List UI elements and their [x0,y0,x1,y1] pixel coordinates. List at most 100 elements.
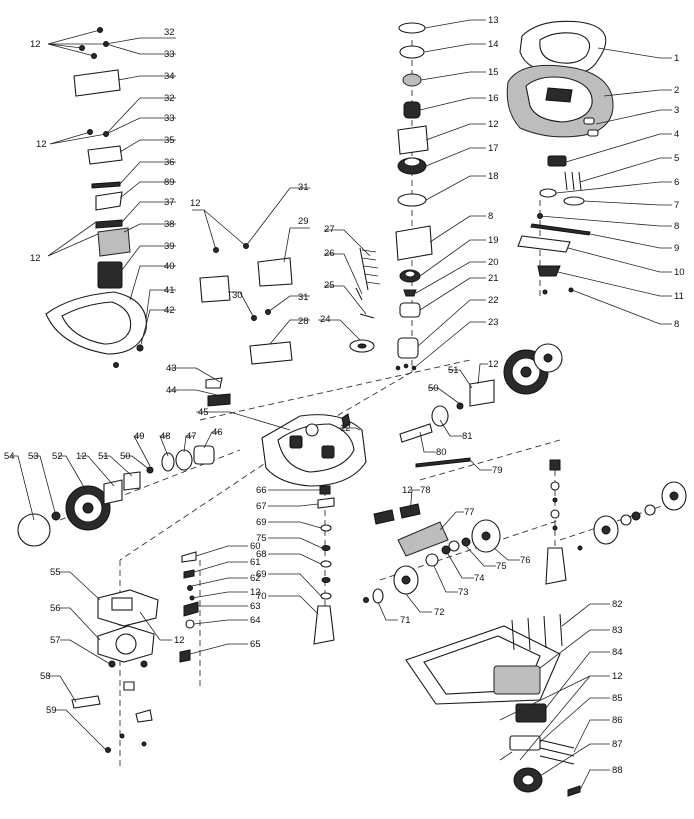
callout: 12 [174,635,185,646]
callout: 64 [250,615,261,626]
callout: 47 [186,431,197,442]
leader-lines [10,19,672,791]
callout: 33 [164,113,175,124]
callout: 40 [164,261,175,272]
callout: 5 [674,153,679,164]
middle-modules [199,243,381,407]
callout: 17 [488,143,499,154]
callout: 42 [164,305,175,316]
callout: 33 [164,49,175,60]
callout: 28 [298,316,309,327]
small-clips [517,117,599,295]
callout: 32 [164,93,175,104]
callout: 45 [198,407,209,418]
callout: 27 [324,224,335,235]
callout: 12 [340,423,351,434]
callout: 87 [612,739,623,750]
charging-station [405,613,581,797]
callout: 37 [164,197,175,208]
callout: 1 [674,53,679,64]
callout: 35 [164,135,175,146]
callout-labels: 1 2 3 4 5 6 7 8 9 10 11 8 13 14 15 16 12… [4,15,685,776]
bottom-plates [71,589,159,753]
callout: 12 [488,119,499,130]
callout: 12 [36,139,47,150]
callout: 25 [324,280,335,291]
callout: 8 [674,221,679,232]
callout: 51 [98,451,109,462]
callout: 11 [674,291,684,302]
callout: 22 [488,295,499,306]
callout: 36 [164,157,175,168]
callout: 12 [402,485,413,496]
callout: 44 [166,385,177,396]
assembly-axes [59,40,681,770]
callout: 75 [496,561,507,572]
callout: 20 [488,257,499,268]
callout: 58 [40,671,51,682]
callout: 74 [474,573,485,584]
callout: 39 [164,241,175,252]
callout: 4 [674,129,679,140]
callout: 21 [488,273,499,284]
callout: 75 [256,533,267,544]
callout: 8 [674,319,679,330]
callout: 10 [674,267,685,278]
callout: 81 [462,431,473,442]
callout: 67 [256,501,267,512]
callout: 88 [612,765,623,776]
cutting-assembly [363,503,501,604]
callout: 19 [488,235,499,246]
callout: 24 [320,314,331,325]
callout: 16 [488,93,499,104]
callout: 13 [488,15,499,26]
top-cover [519,20,607,76]
callout: 62 [250,573,261,584]
callout: 66 [256,485,267,496]
callout: 77 [464,507,475,518]
callout: 12 [250,587,261,598]
callout: 83 [612,625,623,636]
main-shell [506,64,614,138]
callout: 9 [674,243,679,254]
callout: 14 [488,39,499,50]
callout: 49 [134,431,145,442]
callout: 52 [52,451,63,462]
callout: 72 [434,607,445,618]
callout: 12 [612,671,623,682]
callout: 70 [256,591,267,602]
callout: 61 [250,557,261,568]
callout: 6 [674,177,679,188]
top-left-electronics [45,27,147,368]
callout: 80 [436,447,447,458]
callout: 41 [164,285,175,296]
callout: 55 [50,567,61,578]
callout: 51 [448,365,459,376]
callout: 79 [492,465,503,476]
callout: 30 [232,290,243,301]
callout: 56 [50,603,61,614]
callout: 48 [160,431,171,442]
callout: 89 [164,177,175,188]
callout: 50 [120,451,131,462]
callout: 78 [420,485,431,496]
callout: 12 [488,359,499,370]
callout: 69 [256,517,267,528]
callout: 8 [488,211,493,222]
callout: 84 [612,647,623,658]
callout: 34 [164,71,175,82]
callout: 12 [30,39,41,50]
callout: 69 [256,569,267,580]
callout: 15 [488,67,499,78]
front-caster-assembly [545,459,687,585]
callout: 71 [400,615,411,626]
motor-shaft-stack [313,485,335,645]
callout: 76 [520,555,531,566]
callout: 63 [250,601,261,612]
callout: 12 [30,253,41,264]
callout: 3 [674,105,679,116]
callout: 54 [4,451,15,462]
callout: 12 [190,198,201,209]
callout: 18 [488,171,499,182]
